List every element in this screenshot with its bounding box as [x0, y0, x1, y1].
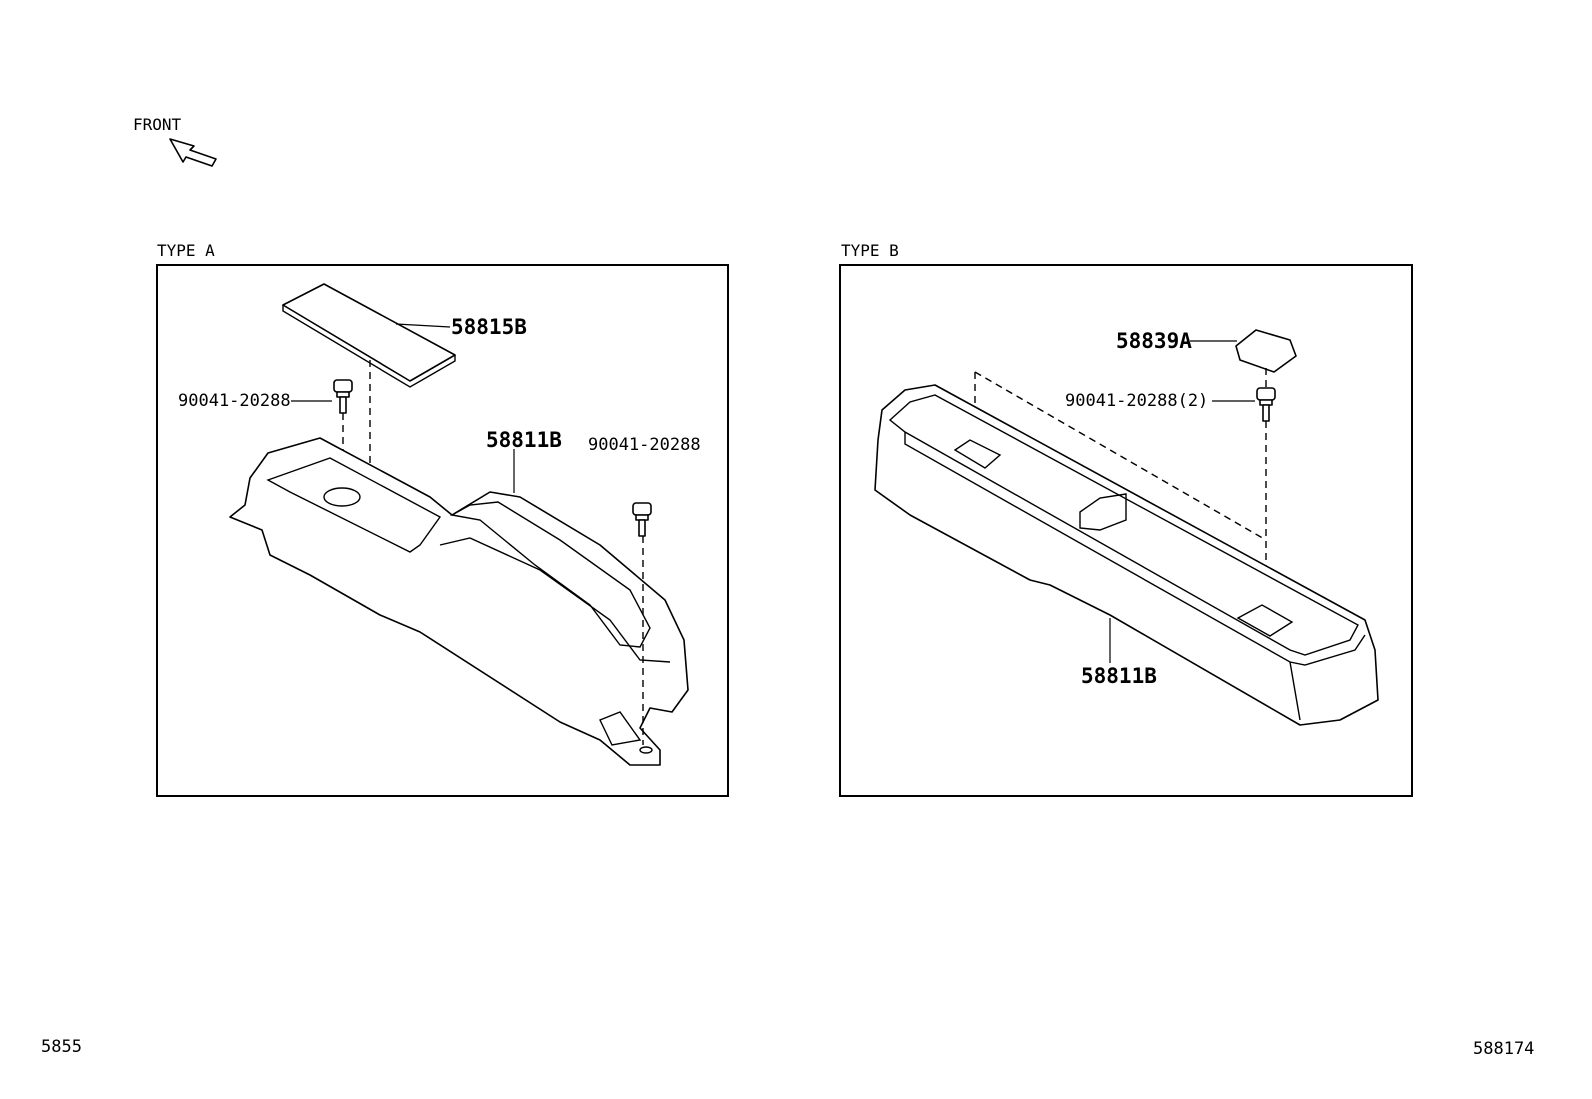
front-arrow-icon — [169, 138, 217, 167]
callout-58815B: 58815B — [451, 315, 527, 339]
callout-a-bolt-left: 90041-20288 — [178, 391, 291, 411]
console-b-58811B — [874, 384, 1379, 726]
callout-a-bolt-right: 90041-20288 — [588, 435, 701, 455]
footer-left-code: 5855 — [41, 1037, 82, 1057]
type-a-title: TYPE A — [157, 241, 215, 260]
callout-a-58811B: 58811B — [486, 428, 562, 452]
callout-b-58811B: 58811B — [1081, 664, 1157, 688]
type-b-panel — [839, 264, 1413, 797]
type-a-panel — [156, 264, 729, 797]
cover-plate-58815B — [282, 283, 456, 388]
footer-right-code: 588174 — [1473, 1039, 1535, 1059]
type-b-title: TYPE B — [841, 241, 899, 260]
callout-58839A: 58839A — [1116, 329, 1192, 353]
cap-58839A — [1235, 329, 1297, 373]
bolt-a-left — [333, 379, 353, 414]
console-a-58811B — [229, 437, 689, 766]
callout-b-bolt: 90041-20288(2) — [1065, 391, 1209, 411]
bolt-a-right — [632, 502, 652, 537]
bolt-b — [1256, 387, 1276, 422]
front-label: FRONT — [133, 115, 182, 134]
